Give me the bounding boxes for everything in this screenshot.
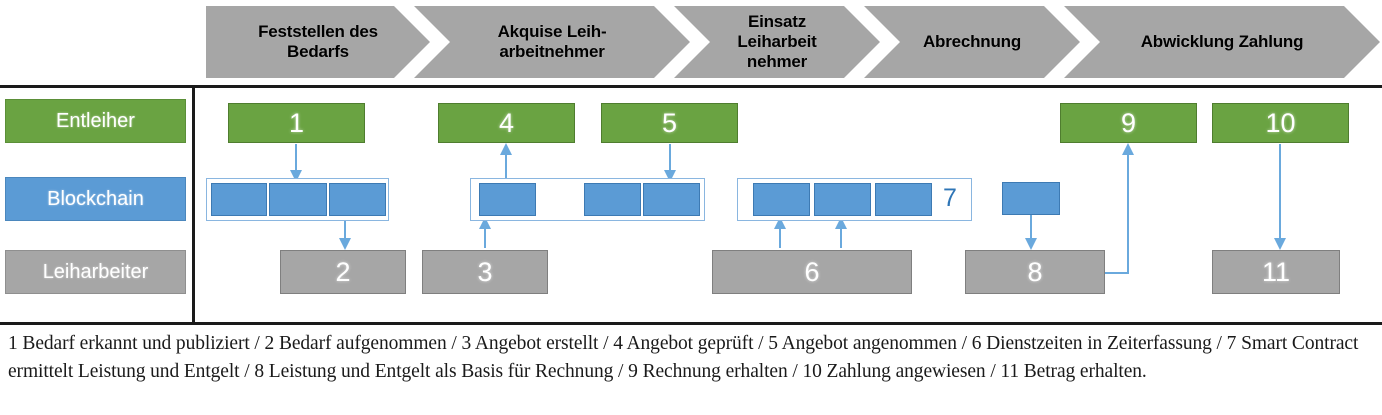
phase-chevron-3: Einsatz Leiharbeit nehmer <box>674 6 880 78</box>
step-node-11-label: 11 <box>1261 256 1291 287</box>
blockchain-block <box>329 183 386 216</box>
blockchain-block <box>875 183 932 216</box>
step-node-6-label: 6 <box>804 256 820 287</box>
blockchain-block-standalone <box>1002 182 1060 215</box>
step-node-9-label: 9 <box>1120 107 1137 138</box>
lane-label-leiharbeiter: Leiharbeiter <box>5 250 186 294</box>
connector-n8-to-n9 <box>1105 143 1134 274</box>
phase-chevron-5: Abwicklung Zahlung <box>1064 6 1380 78</box>
blockchain-group-3: 7 <box>737 178 972 221</box>
step-node-10-label: 10 <box>1265 107 1296 138</box>
blockchain-group-1 <box>206 178 389 221</box>
step-node-3-label: 3 <box>477 256 493 287</box>
phase-band: Feststellen des Bedarfs Akquise Leih- arb… <box>0 0 1382 84</box>
blockchain-block <box>584 183 641 216</box>
step-node-9: 9 <box>1060 103 1197 143</box>
step-node-1-label: 1 <box>288 107 305 138</box>
step-node-2: 2 <box>280 250 406 294</box>
step-node-4: 4 <box>438 103 575 143</box>
blockchain-block <box>643 183 700 216</box>
lane-label-blockchain: Blockchain <box>5 177 186 221</box>
step-node-6: 6 <box>712 250 912 294</box>
phase-chevron-1: Feststellen des Bedarfs <box>206 6 430 78</box>
step-node-2-label: 2 <box>335 256 351 287</box>
lane-label-leiharbeiter-text: Leiharbeiter <box>42 260 149 283</box>
step-node-1: 1 <box>228 103 365 143</box>
blockchain-block <box>814 183 871 216</box>
lane-label-blockchain-text: Blockchain <box>47 187 144 210</box>
lane-label-divider-rule <box>192 88 195 322</box>
blockchain-block <box>211 183 267 216</box>
lane-label-entleiher-text: Entleiher <box>56 109 135 132</box>
top-divider-rule <box>0 85 1382 88</box>
lane-label-entleiher: Entleiher <box>5 99 186 143</box>
step-node-5-label: 5 <box>661 107 678 138</box>
blockchain-block <box>269 183 327 216</box>
blockchain-block <box>753 183 810 216</box>
phase-chevron-2-label: Akquise Leih- arbeitnehmer <box>497 21 607 61</box>
blockchain-block <box>479 183 536 216</box>
step-node-8-label: 8 <box>1027 256 1043 287</box>
blockchain-group-2 <box>470 178 705 221</box>
blockchain-group-3-tag: 7 <box>943 184 957 212</box>
phase-chevron-3-label: Einsatz Leiharbeit nehmer <box>737 11 817 72</box>
step-node-3: 3 <box>422 250 548 294</box>
phase-chevron-2: Akquise Leih- arbeitnehmer <box>414 6 690 78</box>
step-node-5: 5 <box>601 103 738 143</box>
step-node-4-label: 4 <box>498 107 515 138</box>
bottom-divider-rule <box>0 322 1382 325</box>
phase-chevron-1-label: Feststellen des Bedarfs <box>258 21 378 61</box>
step-node-11: 11 <box>1212 250 1340 294</box>
step-node-8: 8 <box>965 250 1105 294</box>
phase-chevron-4-label: Abrechnung <box>922 31 1022 51</box>
phase-chevron-5-label: Abwicklung Zahlung <box>1140 31 1304 51</box>
step-node-10: 10 <box>1212 103 1349 143</box>
legend-caption: 1 Bedarf erkannt und publiziert / 2 Beda… <box>8 333 1359 383</box>
phase-chevron-4: Abrechnung <box>864 6 1080 78</box>
